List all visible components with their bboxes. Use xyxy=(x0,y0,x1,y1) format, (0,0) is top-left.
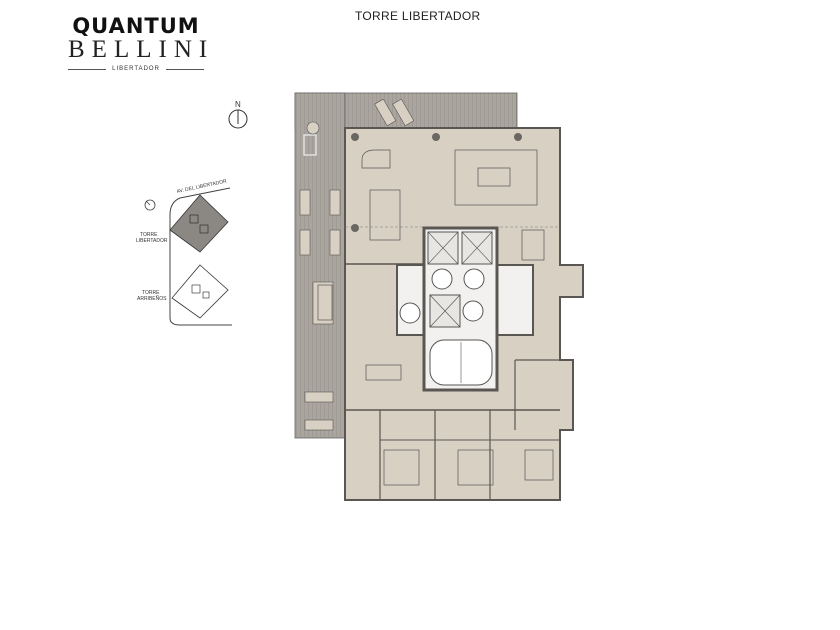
tower2-label-2: ARRIBEÑOS xyxy=(137,295,167,302)
street-label: AV. DEL LIBERTADOR xyxy=(176,178,228,195)
north-label: N xyxy=(235,100,241,109)
building-core xyxy=(396,226,534,392)
tower1-label-2: LIBERTADOR xyxy=(136,238,168,244)
north-arrow-icon: N xyxy=(228,100,248,129)
logo-quantum: QUANTUM xyxy=(72,14,200,38)
tower2-label-1: TORRE xyxy=(142,290,160,296)
furniture xyxy=(317,149,554,486)
logo-libertador: LIBERTADOR xyxy=(68,66,205,72)
quantum-bellini-logo: QUANTUM BELLINI LIBERTADOR xyxy=(68,14,215,72)
site-plan: AV. DEL LIBERTADOR TORRE LIBERTADOR TORR… xyxy=(136,178,232,326)
logo-libertador-text: LIBERTADOR xyxy=(112,66,160,72)
terrace xyxy=(294,92,518,439)
logo-bellini: BELLINI xyxy=(68,36,215,63)
tower1-label-1: TORRE xyxy=(140,232,158,238)
page-title: TORRE LIBERTADOR xyxy=(355,9,481,23)
